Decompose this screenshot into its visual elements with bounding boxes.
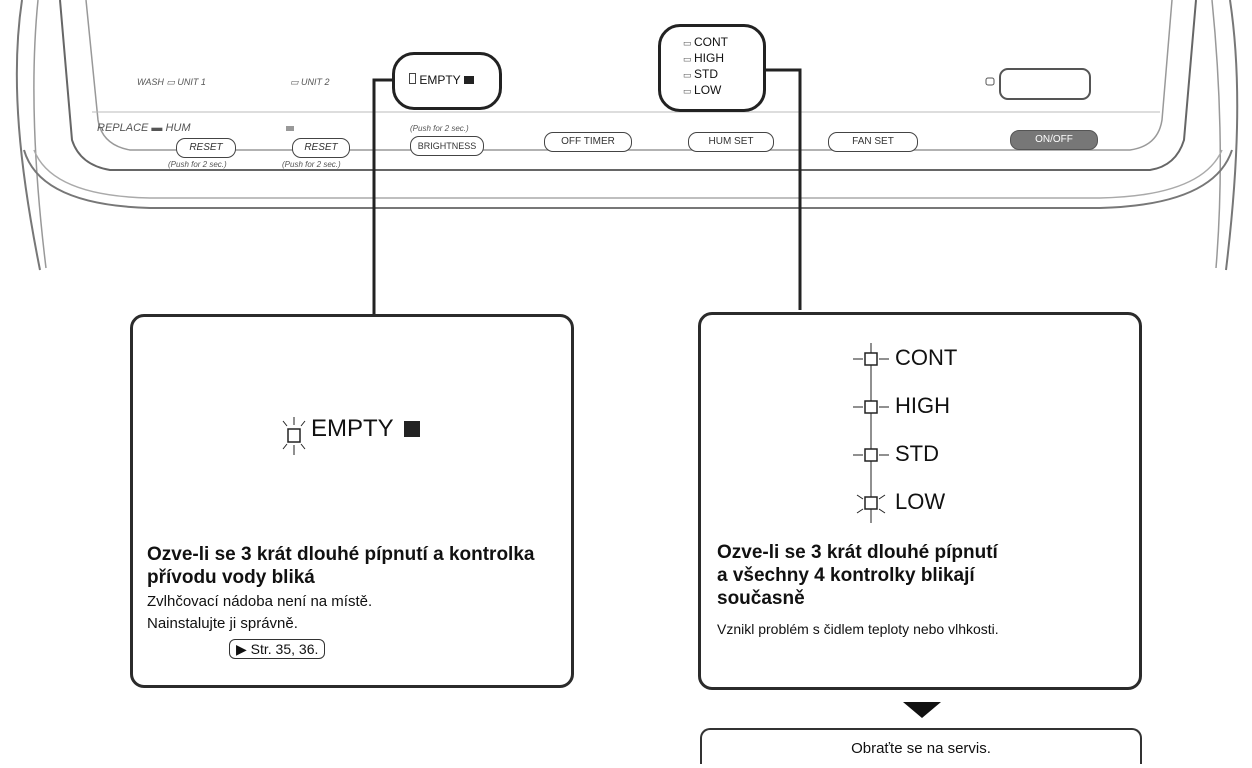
page-reference-label: Str. 35, 36. xyxy=(250,641,319,657)
right-heading-line-3: současně xyxy=(717,588,805,609)
replace-hum-label: REPLACE ▬ HUM xyxy=(97,122,191,134)
unit2-led xyxy=(286,126,294,131)
service-box: Obraťte se na servis. xyxy=(700,728,1142,764)
left-line-1: Zvlhčovací nádoba není na místě. xyxy=(147,593,373,610)
wash-unit1-label: WASH ▭ UNIT 1 xyxy=(137,77,206,87)
empty-bubble: EMPTY xyxy=(392,52,502,110)
water-tank-icon xyxy=(403,421,420,437)
left-callout: EMPTY Ozve-li se 3 krát dlouhé pípnutí a… xyxy=(130,314,574,688)
led-std-label: STD xyxy=(895,441,939,466)
led-cont-label: CONT xyxy=(895,345,958,370)
page-reference[interactable]: ▶ Str. 35, 36. xyxy=(229,639,326,659)
led-high-label: HIGH xyxy=(895,393,950,418)
cont-small: CONT xyxy=(694,35,729,49)
reset-button-1[interactable]: RESET xyxy=(176,138,236,158)
empty-label-small: EMPTY xyxy=(419,73,461,87)
empty-indicator-label: EMPTY xyxy=(311,415,394,442)
brightness-note: (Push for 2 sec.) xyxy=(410,124,469,133)
left-line-2: Nainstalujte ji správně. xyxy=(147,615,298,632)
brightness-button[interactable]: BRIGHTNESS xyxy=(410,136,484,156)
arrow-right-icon: ▶ xyxy=(236,641,251,657)
blinking-led-icon xyxy=(282,417,306,455)
reset1-note: (Push for 2 sec.) xyxy=(168,160,227,169)
led-low-label: LOW xyxy=(895,489,946,514)
service-label: Obraťte se na servis. xyxy=(851,740,991,757)
tank-icon xyxy=(463,76,474,84)
low-small: LOW xyxy=(694,83,722,97)
reset-button-2[interactable]: RESET xyxy=(292,138,350,158)
fan-set-button[interactable]: FAN SET xyxy=(828,132,918,152)
unit2-label: ▭ UNIT 2 xyxy=(290,77,330,87)
right-body: Vznikl problém s čidlem teploty nebo vlh… xyxy=(717,621,999,637)
mode-leds-bubble: ▭ CONT ▭ HIGH ▭ STD ▭ LOW xyxy=(658,24,766,112)
high-small: HIGH xyxy=(694,51,725,65)
off-timer-button[interactable]: OFF TIMER xyxy=(544,132,632,152)
right-heading-line-1: Ozve-li se 3 krát dlouhé pípnutí xyxy=(717,542,998,563)
right-callout: CONT HIGH STD LOW Ozve-li se 3 krát dlou… xyxy=(698,312,1142,690)
hum-set-button[interactable]: HUM SET xyxy=(688,132,774,152)
std-small: STD xyxy=(694,67,719,81)
reset2-note: (Push for 2 sec.) xyxy=(282,160,341,169)
left-heading: Ozve-li se 3 krát dlouhé pípnutí a kontr… xyxy=(147,544,535,588)
on-off-button[interactable]: ON/OFF xyxy=(1010,130,1098,150)
right-heading-line-2: a všechny 4 kontrolky blikají xyxy=(717,565,975,586)
blinking-leds-icon xyxy=(853,343,889,523)
